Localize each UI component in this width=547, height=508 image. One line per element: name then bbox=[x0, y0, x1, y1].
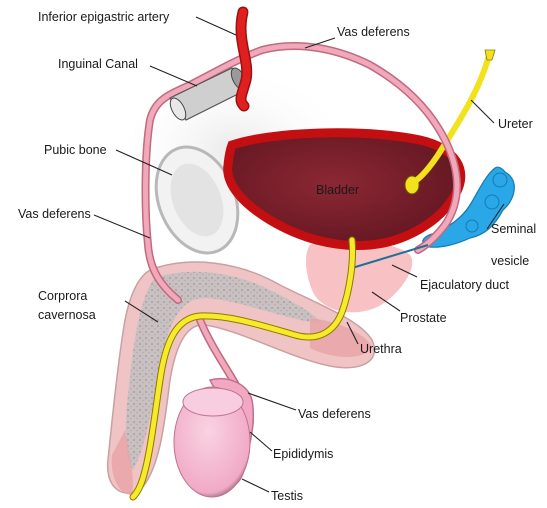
seminal-vesicle-lobe bbox=[485, 195, 499, 209]
label-inferior-epigastric-artery: Inferior epigastric artery bbox=[38, 10, 170, 24]
label-seminal-vesicle-line1: Seminal bbox=[491, 222, 536, 236]
ureter-end bbox=[485, 50, 495, 60]
label-inguinal-canal: Inguinal Canal bbox=[58, 57, 138, 71]
leader-epididymis bbox=[250, 432, 272, 451]
prostate-shape bbox=[306, 240, 412, 313]
label-ejaculatory-duct: Ejaculatory duct bbox=[420, 278, 509, 292]
label-testis: Testis bbox=[271, 489, 303, 503]
label-bladder: Bladder bbox=[316, 183, 359, 197]
label-urethra: Urethra bbox=[360, 342, 402, 356]
label-vas-deferens-left: Vas deferens bbox=[18, 207, 91, 221]
label-ureter: Ureter bbox=[498, 117, 533, 131]
testis-head bbox=[183, 388, 243, 416]
label-pubic-bone: Pubic bone bbox=[44, 143, 107, 157]
leader-vas-deferens-left bbox=[94, 215, 150, 238]
leader-ureter bbox=[471, 100, 494, 123]
label-prostate: Prostate bbox=[400, 311, 447, 325]
label-epididymis: Epididymis bbox=[273, 447, 333, 461]
leader-vas-deferens-bottom bbox=[248, 393, 296, 410]
leader-testis bbox=[242, 479, 269, 492]
label-vas-deferens-top: Vas deferens bbox=[337, 25, 410, 39]
label-corpora-cavernosa-line2: cavernosa bbox=[38, 308, 96, 322]
label-corpora-cavernosa-line1: Corprora bbox=[38, 289, 87, 303]
label-seminal-vesicle-line2: vesicle bbox=[491, 254, 529, 268]
seminal-vesicle-lobe bbox=[493, 173, 507, 187]
leader-inferior-epigastric-artery bbox=[196, 17, 236, 35]
seminal-vesicle-lobe bbox=[466, 220, 478, 232]
label-vas-deferens-bottom: Vas deferens bbox=[298, 407, 371, 421]
